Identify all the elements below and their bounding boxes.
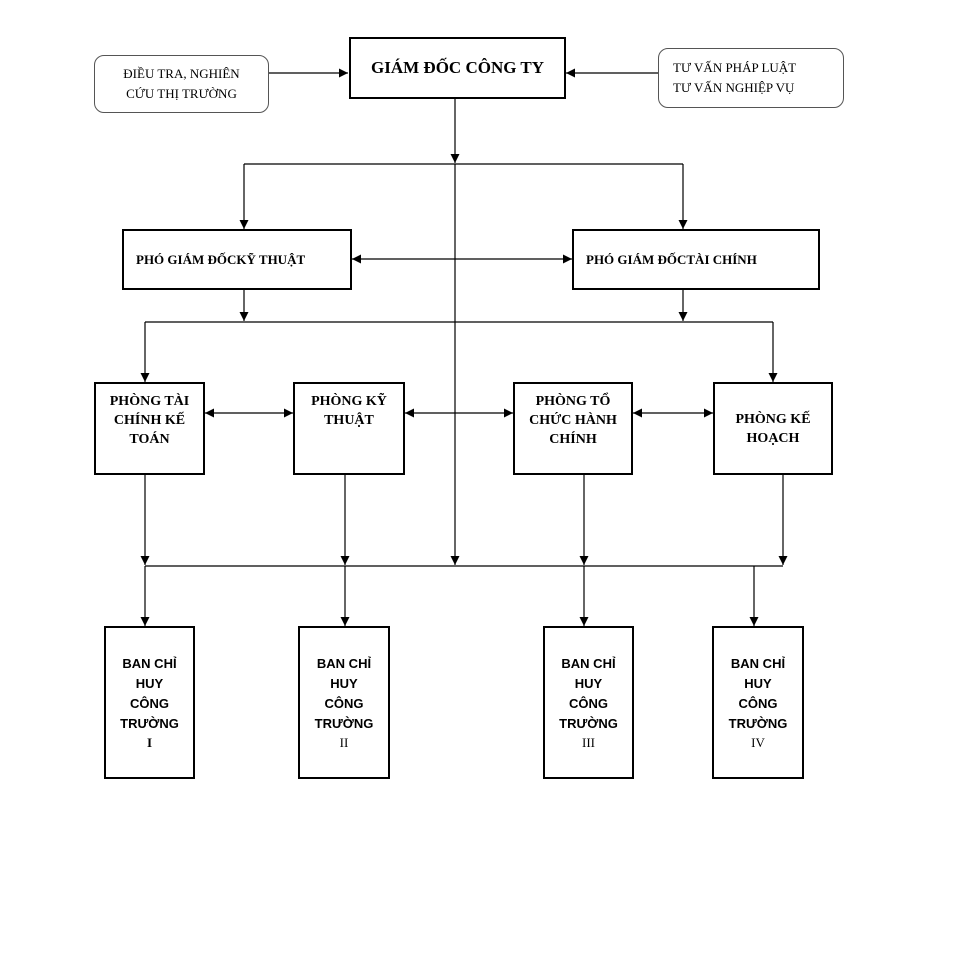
site-label: BAN CHỈ HUY CÔNG TRƯỜNG — [559, 655, 618, 731]
site-label: BAN CHỈ HUY CÔNG TRƯỜNG — [728, 655, 788, 731]
site-box-4: BAN CHỈ HUY CÔNG TRƯỜNG IV — [712, 626, 804, 779]
dept-planning-label: PHÒNG KẾ HOẠCH — [735, 411, 811, 446]
dept-admin-box: PHÒNG TỔ CHỨC HÀNH CHÍNH — [513, 382, 633, 475]
market-research-box: ĐIỀU TRA, NGHIÊN CỨU THỊ TRƯỜNG — [94, 55, 269, 113]
site-box-3: BAN CHỈ HUY CÔNG TRƯỜNG III — [543, 626, 634, 779]
dept-technical-box: PHÒNG KỸ THUẬT — [293, 382, 405, 475]
dept-finance-box: PHÒNG TÀI CHÍNH KẾ TOÁN — [94, 382, 205, 475]
site-number: IV — [751, 734, 765, 750]
site-number: II — [339, 734, 349, 750]
market-research-label: ĐIỀU TRA, NGHIÊN CỨU THỊ TRƯỜNG — [123, 66, 240, 101]
vp-technical-label: PHÓ GIÁM ĐỐCKỸ THUẬT — [136, 251, 306, 267]
advisory-label: TƯ VẤN PHÁP LUẬT TƯ VẤN NGHIỆP VỤ — [673, 60, 797, 95]
site-box-1: BAN CHỈ HUY CÔNG TRƯỜNG I — [104, 626, 195, 779]
dept-admin-label: PHÒNG TỔ CHỨC HÀNH CHÍNH — [529, 394, 617, 447]
site-box-2: BAN CHỈ HUY CÔNG TRƯỜNG II — [298, 626, 390, 779]
site-label: BAN CHỈ HUY CÔNG TRƯỜNG — [314, 655, 374, 731]
ceo-box: GIÁM ĐỐC CÔNG TY — [349, 37, 566, 99]
vp-finance-box: PHÓ GIÁM ĐỐCTÀI CHÍNH — [572, 229, 820, 290]
dept-planning-box: PHÒNG KẾ HOẠCH — [713, 382, 833, 475]
site-number: III — [582, 734, 595, 750]
site-label: BAN CHỈ HUY CÔNG TRƯỜNG — [120, 655, 179, 731]
ceo-label: GIÁM ĐỐC CÔNG TY — [371, 58, 544, 77]
dept-technical-label: PHÒNG KỸ THUẬT — [311, 394, 387, 428]
advisory-box: TƯ VẤN PHÁP LUẬT TƯ VẤN NGHIỆP VỤ — [658, 48, 844, 108]
dept-finance-label: PHÒNG TÀI CHÍNH KẾ TOÁN — [109, 394, 190, 447]
vp-technical-box: PHÓ GIÁM ĐỐCKỸ THUẬT — [122, 229, 352, 290]
vp-finance-label: PHÓ GIÁM ĐỐCTÀI CHÍNH — [586, 251, 757, 267]
site-number: I — [146, 734, 153, 750]
